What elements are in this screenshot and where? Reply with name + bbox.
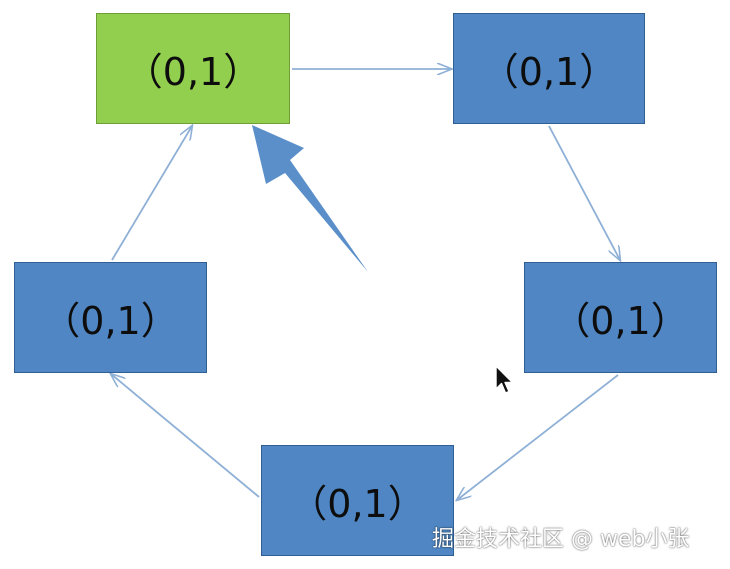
node-2: （0,1） xyxy=(453,13,645,124)
node-5-label: （0,1） xyxy=(42,299,179,343)
pointer-arrow xyxy=(252,125,368,272)
node-3: （0,1） xyxy=(524,262,717,373)
edge-n2-n3 xyxy=(548,125,620,260)
edge-n4-n5 xyxy=(111,374,260,498)
node-4-label: （0,1） xyxy=(289,482,426,526)
edge-n3-n4 xyxy=(457,374,619,500)
node-2-label: （0,1） xyxy=(480,50,618,94)
edge-n5-n1 xyxy=(111,126,192,261)
watermark: 掘金技术社区 @ web小张 xyxy=(432,527,690,552)
node-5: （0,1） xyxy=(14,262,207,373)
node-1-label: （0,1） xyxy=(124,50,262,94)
node-3-label: （0,1） xyxy=(552,299,689,343)
node-4: （0,1） xyxy=(261,445,454,556)
mouse-pointer-icon xyxy=(495,365,514,394)
node-1: （0,1） xyxy=(96,13,290,124)
